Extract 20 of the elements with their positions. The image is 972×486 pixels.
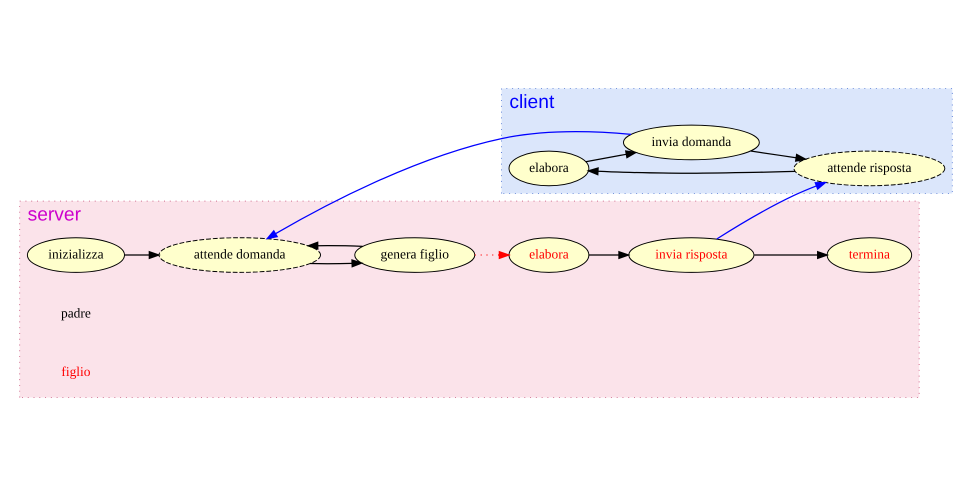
node-ellipse: elabora [508,237,590,273]
arrow [474,250,511,260]
arrow [716,182,828,240]
arrow [750,150,808,162]
node-ellipse: inizializza [26,237,125,273]
arrow [310,259,364,268]
node-ellipse: termina [826,237,912,273]
node-ellipse: attende domanda [158,237,321,273]
arrow [586,150,638,162]
arrow [754,250,830,260]
node-ellipse: invia risposta [628,237,754,273]
label: padre [60,305,91,320]
arrow [306,241,363,250]
arrow [586,167,796,176]
node-ellipse: elabora [508,150,590,186]
node-ellipse: genera figlio [354,237,476,273]
arrow [266,131,632,240]
arrow [588,250,630,260]
arrow [124,250,161,260]
label: figlio [61,364,91,379]
